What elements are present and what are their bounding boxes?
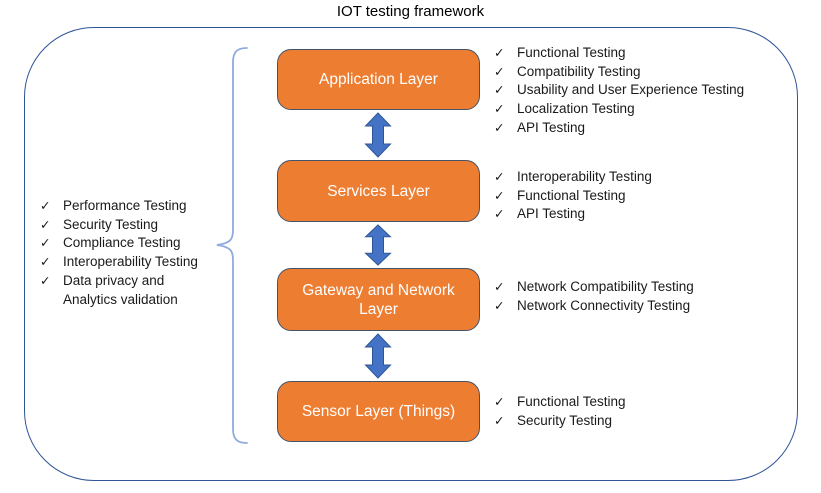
double-arrow-icon <box>363 333 393 379</box>
check-icon: ✓ <box>40 255 51 270</box>
list-item: ✓ Compliance Testing <box>40 234 232 253</box>
test-label: API Testing <box>517 206 586 222</box>
list-item: ✓ Localization Testing <box>494 100 794 119</box>
layer-label: Gateway and Network Layer <box>302 281 455 318</box>
layer-label: Application Layer <box>319 71 438 88</box>
application-layer-test-list: ✓ Functional Testing ✓ Compatibility Tes… <box>494 44 794 138</box>
test-label: Functional Testing <box>517 187 626 203</box>
test-label: Network Connectivity Testing <box>517 297 691 313</box>
check-icon: ✓ <box>40 273 51 288</box>
cross-layer-test-list: ✓ Performance Testing ✓ Security Testing… <box>40 197 232 309</box>
gateway-network-layer-box: Gateway and Network Layer <box>277 268 480 331</box>
services-layer-test-list: ✓ Interoperability Testing ✓ Functional … <box>494 168 794 224</box>
check-icon: ✓ <box>494 280 505 294</box>
test-label: Network Compatibility Testing <box>517 279 694 294</box>
sensor-layer-test-list: ✓ Functional Testing ✓ Security Testing <box>494 393 794 430</box>
check-icon: ✓ <box>494 120 505 135</box>
test-label: Security Testing <box>63 216 159 232</box>
list-item: ✓ Performance Testing <box>40 197 232 216</box>
list-item: ✓ Security Testing <box>494 412 794 431</box>
list-item: ✓ API Testing <box>494 119 794 138</box>
layer-label: Sensor Layer (Things) <box>301 403 456 420</box>
test-label: Functional Testing <box>517 394 626 409</box>
list-item: ✓ Compatibility Testing <box>494 63 794 82</box>
check-icon: ✓ <box>40 236 51 251</box>
gateway-layer-test-list: ✓ Network Compatibility Testing ✓ Networ… <box>494 278 794 315</box>
test-label: Performance Testing <box>63 198 187 213</box>
check-icon: ✓ <box>494 102 505 117</box>
check-icon: ✓ <box>494 170 505 184</box>
check-icon: ✓ <box>494 83 505 98</box>
sensor-layer-box: Sensor Layer (Things) <box>277 381 480 442</box>
list-item: ✓ Data privacy and Analytics validation <box>40 272 232 309</box>
test-label: Interoperability Testing <box>63 254 198 270</box>
test-label: Compliance Testing <box>63 235 181 251</box>
check-icon: ✓ <box>494 413 505 428</box>
services-layer-box: Services Layer <box>277 160 480 222</box>
list-item: ✓ Interoperability Testing <box>40 253 232 272</box>
check-icon: ✓ <box>494 46 505 60</box>
list-item: ✓ Functional Testing <box>494 44 794 63</box>
outer-rounded-frame <box>24 27 798 481</box>
check-icon: ✓ <box>494 64 505 79</box>
test-label: API Testing <box>517 119 586 135</box>
double-arrow-icon <box>363 112 393 158</box>
check-icon: ✓ <box>494 395 505 409</box>
test-label: Usability and User Experience Testing <box>517 82 745 98</box>
test-label: Security Testing <box>517 412 613 428</box>
list-item: ✓ Functional Testing <box>494 393 794 412</box>
test-label: Functional Testing <box>517 45 626 60</box>
list-item: ✓ API Testing <box>494 205 794 224</box>
test-label: Localization Testing <box>517 101 635 117</box>
check-icon: ✓ <box>494 298 505 313</box>
test-label: Data privacy and Analytics validation <box>63 272 178 307</box>
list-item: ✓ Interoperability Testing <box>494 168 794 187</box>
diagram-title: IOT testing framework <box>336 3 485 20</box>
list-item: ✓ Security Testing <box>40 216 232 235</box>
check-icon: ✓ <box>494 207 505 222</box>
double-arrow-icon <box>363 224 393 266</box>
application-layer-box: Application Layer <box>277 49 480 110</box>
check-icon: ✓ <box>494 188 505 203</box>
layer-label: Services Layer <box>327 182 430 200</box>
test-label: Interoperability Testing <box>517 169 652 184</box>
list-item: ✓ Functional Testing <box>494 187 794 206</box>
check-icon: ✓ <box>40 217 51 232</box>
test-label: Compatibility Testing <box>517 63 641 79</box>
list-item: ✓ Network Compatibility Testing <box>494 278 794 297</box>
list-item: ✓ Network Connectivity Testing <box>494 297 794 316</box>
check-icon: ✓ <box>40 199 51 213</box>
list-item: ✓ Usability and User Experience Testing <box>494 81 794 100</box>
